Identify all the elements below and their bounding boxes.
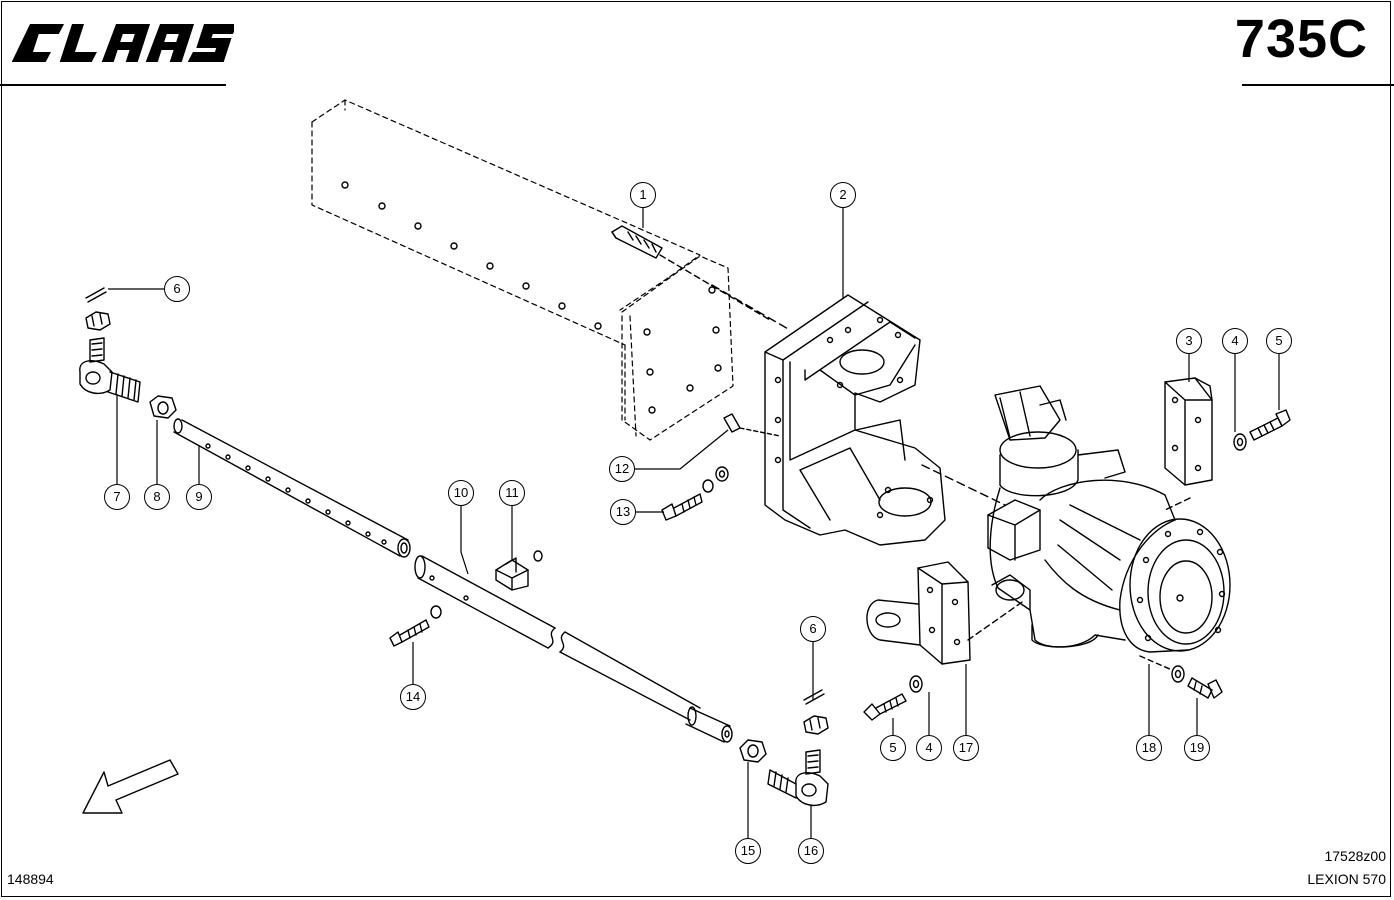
castle-nut-bottom [803, 715, 829, 735]
callout-9: 9 [186, 484, 212, 510]
washer-4-right [1233, 433, 1247, 451]
callout-18: 18 [1136, 735, 1162, 761]
bolt-14 [389, 605, 442, 647]
bolt-1 [611, 225, 663, 259]
direction-arrow-icon [82, 759, 179, 814]
cotter-pin-6-top [85, 287, 107, 303]
castle-nut-top [85, 311, 111, 331]
callout-13: 13 [610, 499, 636, 525]
phantom-frame-beam [311, 99, 734, 441]
beam-to-bracket-axis [711, 284, 791, 331]
callout-14: 14 [400, 684, 426, 710]
callouts [108, 208, 1280, 838]
nut-15 [739, 739, 767, 763]
callout-2: 2 [830, 182, 856, 208]
callout-8: 8 [144, 484, 170, 510]
cotter-pin-6-bottom [803, 689, 825, 705]
nut-8 [149, 395, 177, 419]
sleeve-12 [723, 413, 741, 433]
washer-18 [1171, 665, 1185, 683]
tie-rod-end-7 [79, 337, 141, 403]
washer-4-bottom [909, 675, 923, 693]
callout-12: 12 [609, 456, 635, 482]
bracket-17 [866, 561, 971, 665]
clamp-11 [495, 550, 543, 591]
tube-10 [414, 555, 733, 743]
callout-17: 17 [953, 735, 979, 761]
callout-4-bottom: 4 [916, 735, 942, 761]
beam-holes [341, 181, 722, 414]
bracket-2 [764, 294, 946, 546]
plate-3 [1164, 377, 1213, 486]
bolt-5-right [1249, 409, 1291, 441]
callout-7: 7 [104, 484, 130, 510]
callout-6-top: 6 [164, 276, 190, 302]
callout-19: 19 [1184, 735, 1210, 761]
sheet-code: 735C [1234, 9, 1368, 69]
tube-9 [173, 418, 411, 558]
callout-6-bottom: 6 [800, 616, 826, 642]
callout-4-top: 4 [1222, 328, 1248, 354]
callout-1: 1 [630, 182, 656, 208]
callout-15: 15 [735, 838, 761, 864]
tie-rod-end-16 [767, 749, 829, 807]
claas-logo [12, 24, 234, 62]
sheet-code-underline [1242, 84, 1394, 86]
callout-16: 16 [798, 838, 824, 864]
callout-11: 11 [499, 480, 525, 506]
drawing-number: 148894 [7, 871, 54, 887]
bolt-5-bottom [863, 693, 907, 721]
final-drive-housing [987, 385, 1231, 653]
bolt-19 [1187, 677, 1223, 699]
bolt-13 [661, 466, 729, 521]
callout-5-bottom: 5 [880, 735, 906, 761]
callout-3: 3 [1176, 328, 1202, 354]
figure-reference: 17528z00 [1324, 848, 1386, 864]
callout-5-top: 5 [1266, 328, 1292, 354]
machine-model: LEXION 570 [1307, 871, 1386, 887]
bracket-axis [921, 464, 1006, 506]
callout-10: 10 [448, 480, 474, 506]
logo-underline [0, 84, 226, 86]
